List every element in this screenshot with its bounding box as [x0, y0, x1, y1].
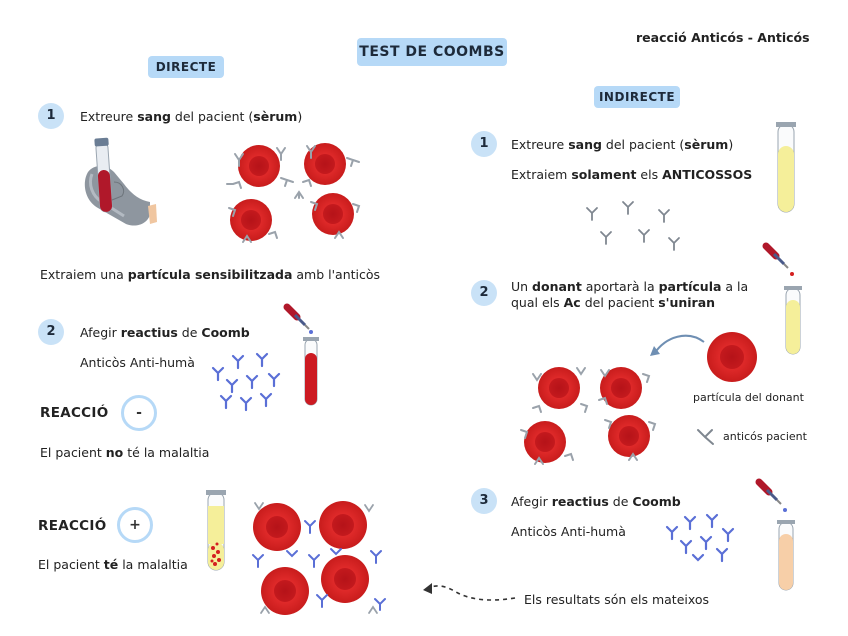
indirect-step2-number: 2 [471, 280, 497, 306]
reaction-negative-badge: - [121, 395, 157, 431]
dropper-serum-tube-icon [762, 242, 802, 355]
rbc [304, 143, 346, 185]
title-badge: TEST DE COOMBS [357, 38, 507, 66]
direct-extract-text: Extraiem una partícula sensibilitzada am… [40, 267, 381, 282]
rbc [312, 193, 354, 235]
rbc [524, 421, 566, 463]
reaction-negative-label: REACCIÓ [40, 405, 109, 421]
indirect-step2-text: Un donant aportarà la partícula a la [511, 279, 749, 294]
indirect-step3-text: Afegir reactius de Coomb [511, 494, 681, 509]
indirect-rbc-cluster [520, 367, 657, 465]
dashed-arrow-icon [423, 583, 516, 601]
agglutinated-rbc-cluster [252, 501, 386, 615]
rbc [238, 145, 280, 187]
donor-rbc-icon [707, 332, 757, 382]
rbc [321, 555, 369, 603]
gloved-hand-tube-icon [84, 137, 157, 226]
indirect-step2-line2: qual els Ac del pacient s'uniran [511, 295, 716, 310]
direct-negative-text: El pacient no té la malaltia [40, 445, 210, 460]
coombs-reagent-tube-icon [283, 303, 319, 406]
indirect-step3-number: 3 [471, 488, 497, 514]
indirect-label: INDIRECTE [594, 86, 680, 108]
reaction-positive-label: REACCIÓ [38, 518, 107, 534]
direct-step2-line2: Anticòs Anti-humà [80, 355, 195, 370]
indirect-step1-number: 1 [471, 131, 497, 157]
rbc [319, 501, 367, 549]
patient-antibody-icon [697, 429, 714, 445]
direct-step1-number: 1 [38, 103, 64, 129]
direct-step2-number: 2 [38, 319, 64, 345]
subtitle: reacció Anticós - Anticós [636, 30, 810, 45]
results-same-text: Els resultats són els mateixos [524, 592, 710, 607]
anti-human-antibodies-icon [211, 352, 281, 412]
title: TEST DE COOMBS [359, 44, 505, 60]
patient-antibody-caption: anticós pacient [723, 430, 807, 443]
rbc [230, 199, 272, 241]
serum-tube-icon [776, 122, 796, 213]
indirect-step3-line2: Anticòs Anti-humà [511, 524, 626, 539]
direct-step2-text: Afegir reactius de Coomb [80, 325, 250, 340]
rbc [538, 367, 580, 409]
indirect-reagent-tube-icon [755, 478, 795, 591]
rbc [600, 367, 642, 409]
rbc [608, 415, 650, 457]
reaction-positive-badge: + [117, 507, 153, 543]
indirect-anti-human-antibodies-icon [665, 513, 735, 563]
indirect-step1-text: Extreure sang del pacient (sèrum) [511, 137, 734, 152]
indirect-step1-line2: Extraiem solament els ANTICOSSOS [511, 167, 753, 182]
donor-particle-caption: partícula del donant [693, 391, 804, 404]
sensitized-rbc-cluster [226, 143, 361, 243]
rbc [261, 567, 309, 615]
direct-step1-text: Extreure sang del pacient (sèrum) [80, 109, 303, 124]
free-antibodies-icon [586, 201, 680, 251]
direct-positive-text: El pacient té la malaltia [38, 557, 188, 572]
direct-label: DIRECTE [148, 56, 224, 78]
agglutinated-tube-icon [206, 490, 226, 571]
curved-arrow-icon [650, 334, 705, 356]
rbc [253, 503, 301, 551]
